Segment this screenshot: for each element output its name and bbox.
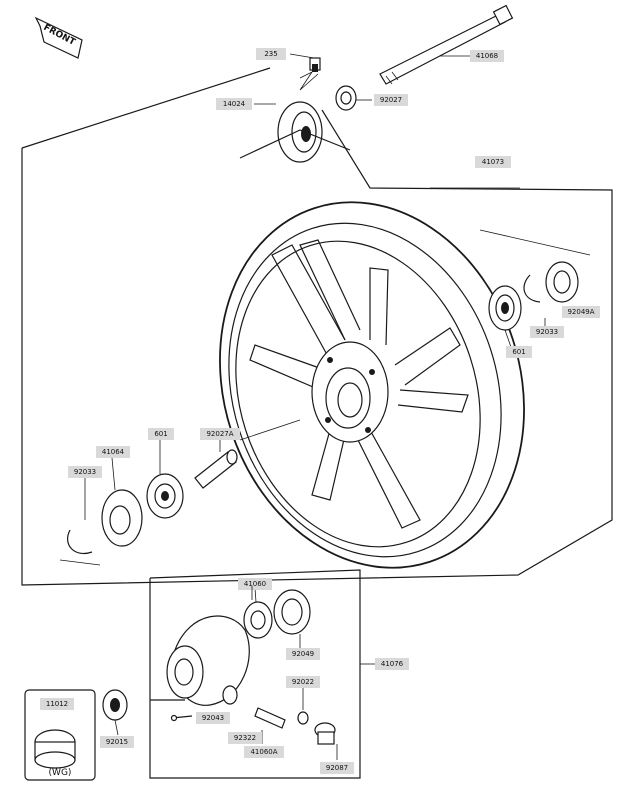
label-601-left: 601 [148,428,174,440]
svg-text:601: 601 [512,348,525,356]
svg-text:601: 601 [154,430,167,438]
label-92015: 92015 [100,736,134,748]
cap-11012-box: (WG) [24,689,96,781]
wheel-rim [219,201,525,569]
label-92049: 92049 [286,648,320,660]
circlip-92033-right [523,274,541,303]
assembly-41073-outline [21,67,613,586]
gearbox-housing [150,615,250,706]
svg-text:41060A: 41060A [250,748,277,756]
svg-text:11012: 11012 [46,700,68,708]
speedo-housing-14024 [239,101,351,163]
seal-92049a [545,261,579,303]
svg-text:92015: 92015 [106,738,128,746]
label-92033-left: 92033 [68,466,102,478]
label-14024: 14024 [216,98,252,110]
label-41076: 41076 [375,658,409,670]
svg-text:92043: 92043 [202,714,224,722]
svg-text:92049A: 92049A [567,308,594,316]
bearing-601-left [146,440,184,519]
svg-text:41060: 41060 [244,580,266,588]
label-92043: 92043 [196,712,230,724]
label-41060a: 41060A [244,746,284,758]
spacer-92027a [194,440,238,489]
svg-text:92087: 92087 [326,764,348,772]
svg-text:235: 235 [264,50,277,58]
bushing-part [222,685,238,705]
label-92033-right: 92033 [530,326,564,338]
label-92027: 92027 [374,94,408,106]
svg-text:92033: 92033 [536,328,558,336]
circlip-92033-left [59,478,101,566]
svg-text:92022: 92022 [292,678,314,686]
svg-text:92027: 92027 [380,96,402,104]
bushing-92087 [314,722,338,760]
gear-41060 [243,587,273,639]
label-601-right: 601 [506,346,532,358]
label-41068: 41068 [470,50,504,62]
svg-text:41064: 41064 [102,448,125,456]
bearing-601-right [488,285,522,331]
svg-text:92033: 92033 [74,468,96,476]
svg-text:41076: 41076 [381,660,404,668]
cover-41064 [101,457,143,547]
svg-text:41068: 41068 [476,52,498,60]
svg-text:92322: 92322 [234,734,256,742]
label-41060: 41060 [238,578,272,590]
svg-text:92027A: 92027A [206,430,233,438]
pin-92043 [170,714,193,722]
label-92049a: 92049A [562,306,600,318]
label-92322: 92322 [228,732,262,744]
svg-text:92049: 92049 [292,650,314,658]
svg-text:41073: 41073 [482,158,504,166]
axle-41068 [379,4,514,85]
assembly-41076-outline [149,569,375,779]
label-41073: 41073 [475,156,511,168]
washer-92022 [297,688,309,725]
bolt-235 [289,53,321,91]
label-92027a: 92027A [200,428,240,440]
front-direction-badge: FRONT [34,16,83,59]
washer-92015 [102,689,128,736]
label-235: 235 [256,48,286,60]
svg-text:14024: 14024 [223,100,246,108]
collar-92027 [335,85,372,111]
label-92087: 92087 [320,762,354,774]
cap-note: (WG) [49,768,72,778]
label-92022: 92022 [286,676,320,688]
seal-92049 [273,589,311,648]
label-11012: 11012 [40,698,74,710]
label-41064: 41064 [96,446,130,458]
